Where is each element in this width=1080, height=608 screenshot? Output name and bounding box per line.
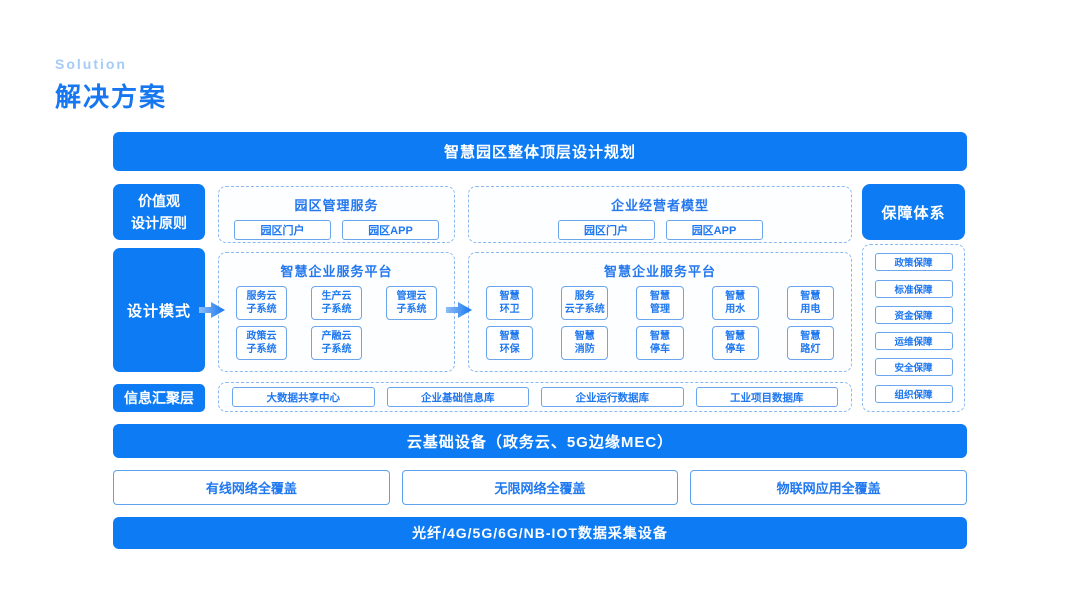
guarantee-system-box: 保障体系 xyxy=(862,184,965,240)
architecture-diagram: 智慧园区整体顶层设计规划 价值观 设计原则 设计模式 信息汇聚层 保障体系 园区… xyxy=(113,132,968,549)
enterprise-portal-chip: 园区APP xyxy=(665,220,763,240)
network-coverage-row: 有线网络全覆盖无限网络全覆盖物联网应用全覆盖 xyxy=(113,470,968,505)
enterprise-model-buttons: 园区门户园区APP xyxy=(469,220,851,240)
network-coverage-box: 有线网络全覆盖 xyxy=(113,470,390,505)
park-services-title: 园区管理服务 xyxy=(294,198,379,213)
platform-right-title: 智慧企业服务平台 xyxy=(603,264,716,279)
subsystem-chip: 产融云 子系统 xyxy=(311,326,362,360)
network-coverage-box: 无限网络全覆盖 xyxy=(401,470,679,505)
flow-arrow-icon xyxy=(446,300,472,320)
guarantee-chip: 组织保障 xyxy=(874,384,953,403)
data-collection-bar: 光纤/4G/5G/6G/NB-IOT数据采集设备 xyxy=(113,517,967,549)
info-aggregation-box: 信息汇聚层 xyxy=(113,384,205,412)
park-services-group: 园区管理服务 园区门户园区APP xyxy=(218,186,455,243)
section-eyebrow: Solution xyxy=(55,56,127,72)
values-principles-box: 价值观 设计原则 xyxy=(113,184,205,240)
smart-service-chip: 智慧 环保 xyxy=(486,326,534,360)
guarantee-chip: 运维保障 xyxy=(874,332,953,351)
enterprise-model-title: 企业经营者模型 xyxy=(610,198,709,213)
smart-service-chip: 智慧 消防 xyxy=(561,326,609,360)
smart-service-chip: 服务 云子系统 xyxy=(561,286,609,320)
guarantee-chip: 资金保障 xyxy=(874,305,953,324)
smart-platform-right-group: 智慧企业服务平台 智慧 环卫服务 云子系统智慧 管理智慧 用水智慧 用电智慧 环… xyxy=(468,252,852,372)
cloud-infrastructure-bar: 云基础设备（政务云、5G边缘MEC） xyxy=(113,424,967,458)
guarantee-items-group: 政策保障标准保障资金保障运维保障安全保障组织保障 xyxy=(862,244,965,412)
guarantee-chip: 安全保障 xyxy=(874,358,953,377)
subsystem-chip: 管理云 子系统 xyxy=(386,286,437,320)
smart-service-chip: 智慧 路灯 xyxy=(786,326,834,360)
subsystem-chip: 生产云 子系统 xyxy=(311,286,362,320)
database-chip: 大数据共享中心 xyxy=(232,387,375,407)
database-chip: 企业基础信息库 xyxy=(386,387,529,407)
database-chip: 工业项目数据库 xyxy=(695,387,838,407)
enterprise-portal-chip: 园区门户 xyxy=(557,220,655,240)
smart-service-chip: 智慧 用水 xyxy=(711,286,759,320)
data-layer-group: 大数据共享中心企业基础信息库企业运行数据库工业项目数据库 xyxy=(218,382,852,412)
smart-service-grid: 智慧 环卫服务 云子系统智慧 管理智慧 用水智慧 用电智慧 环保智慧 消防智慧 … xyxy=(469,280,851,360)
top-plan-bar: 智慧园区整体顶层设计规划 xyxy=(113,132,967,171)
guarantee-chip: 标准保障 xyxy=(874,279,953,298)
flow-arrow-icon xyxy=(199,300,225,320)
park-portal-chip: 园区APP xyxy=(342,220,439,240)
subsystem-chip: 服务云 子系统 xyxy=(236,286,287,320)
subsystem-chip: 政策云 子系统 xyxy=(236,326,287,360)
park-services-buttons: 园区门户园区APP xyxy=(219,220,454,240)
page-title: 解决方案 xyxy=(55,82,168,112)
smart-service-chip: 智慧 用电 xyxy=(786,286,834,320)
subsystem-grid: 服务云 子系统生产云 子系统管理云 子系统政策云 子系统产融云 子系统 xyxy=(219,280,454,360)
smart-service-chip: 智慧 管理 xyxy=(636,286,684,320)
slide-header: Solution 解决方案 xyxy=(55,56,167,114)
smart-service-chip: 智慧 环卫 xyxy=(486,286,534,320)
enterprise-model-group: 企业经营者模型 园区门户园区APP xyxy=(468,186,852,243)
smart-platform-left-group: 智慧企业服务平台 服务云 子系统生产云 子系统管理云 子系统政策云 子系统产融云… xyxy=(218,252,455,372)
platform-left-title: 智慧企业服务平台 xyxy=(280,264,393,279)
park-portal-chip: 园区门户 xyxy=(234,220,331,240)
guarantee-chip: 政策保障 xyxy=(874,253,953,272)
smart-service-chip: 智慧 停车 xyxy=(711,326,759,360)
smart-service-chip: 智慧 停车 xyxy=(636,326,684,360)
network-coverage-box: 物联网应用全覆盖 xyxy=(690,470,968,505)
database-chip: 企业运行数据库 xyxy=(541,387,684,407)
design-mode-box: 设计模式 xyxy=(113,248,205,372)
